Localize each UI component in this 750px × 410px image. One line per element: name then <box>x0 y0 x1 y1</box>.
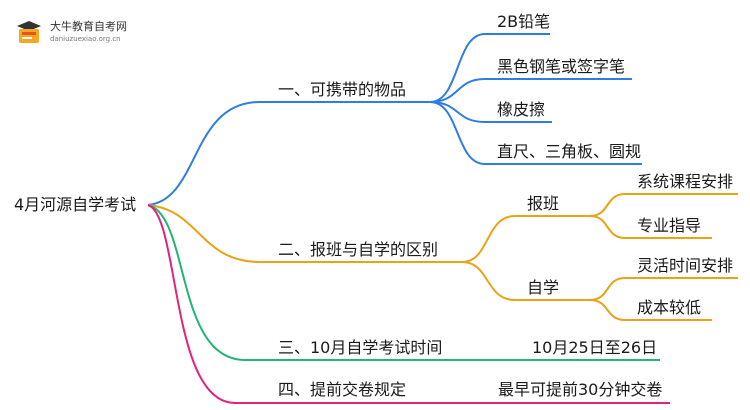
branch-2-group-2-label: 自学 <box>527 278 560 297</box>
branch-2-group-1-label: 报班 <box>527 194 560 213</box>
connector-root-to-branch-2 <box>147 204 462 263</box>
connector-branch-2-group-2 <box>461 261 590 301</box>
logo-title: 大牛教育自考网 <box>50 20 127 33</box>
connector-group-2-item-2 <box>589 299 712 321</box>
connector-group-1-item-2 <box>589 215 712 239</box>
connector-root-to-branch-1 <box>147 101 430 206</box>
connector-branch-2-group-1 <box>461 215 590 263</box>
connector-branch-1-item-4 <box>429 101 642 165</box>
connector-group-2-item-1 <box>589 277 738 301</box>
connector-root-to-branch-3 <box>147 204 660 361</box>
branch-1-item-3: 橡皮擦 <box>497 100 546 119</box>
connector-branch-1-item-3 <box>429 101 552 123</box>
branch-1-connectors <box>147 33 642 206</box>
group-1-item-1: 系统课程安排 <box>637 172 734 191</box>
connector-root-to-branch-4 <box>147 204 670 404</box>
branch-4-item-1: 最早可提前30分钟交卷 <box>498 380 663 399</box>
branch-1-item-2: 黑色钢笔或签字笔 <box>497 57 626 76</box>
connector-branch-1-item-1 <box>429 33 550 103</box>
branch-1-label: 一、可携带的物品 <box>278 80 407 99</box>
connector-branch-1-item-2 <box>429 78 632 103</box>
branch-3-item-1: 10月25日至26日 <box>532 338 658 357</box>
branch-1-item-1: 2B铅笔 <box>497 12 551 31</box>
logo-url: daniuzuexiao.org.cn <box>50 35 121 43</box>
root-node: 4月河源自学考试 <box>14 195 137 214</box>
graduation-book-icon <box>17 21 41 43</box>
branch-2-label: 二、报班与自学的区别 <box>278 240 439 259</box>
branch-2-connectors <box>147 193 738 321</box>
branch-1-item-4: 直尺、三角板、圆规 <box>497 142 642 161</box>
branch-4-label: 四、提前交卷规定 <box>278 380 407 399</box>
connector-group-1-item-1 <box>589 193 738 217</box>
group-2-item-2: 成本较低 <box>637 298 702 317</box>
group-2-item-1: 灵活时间安排 <box>637 256 734 275</box>
branch-3-label: 三、10月自学考试时间 <box>278 338 443 357</box>
site-logo: 大牛教育自考网 daniuzuexiao.org.cn <box>14 18 134 48</box>
group-1-item-2: 专业指导 <box>637 216 702 235</box>
